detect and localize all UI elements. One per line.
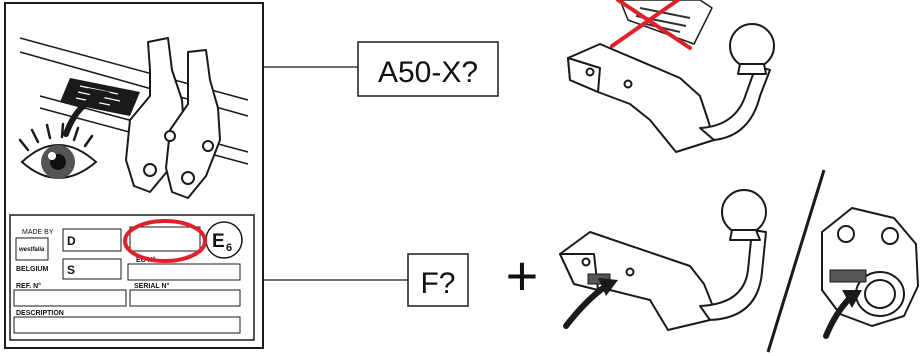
highlight-circle — [123, 219, 207, 263]
mounting-bracket-icon — [125, 37, 221, 199]
callout-lower: F? — [407, 253, 469, 307]
callout-upper-text: A50-X? — [378, 56, 478, 89]
identification-plate: MADE BY westfalia BELGIUM D S EC N° REF.… — [9, 214, 255, 341]
left-panel: MADE BY westfalia BELGIUM D S EC N° REF.… — [4, 2, 264, 349]
field-d-text: D — [67, 234, 76, 248]
arrow-icon — [63, 88, 110, 137]
serial-number-box — [129, 289, 241, 307]
description-box — [13, 316, 241, 334]
made-by-text: MADE BY — [22, 229, 54, 236]
ref-number-box — [13, 289, 127, 307]
alternative-divider — [766, 169, 826, 353]
approval-mark-icon: E 6 — [205, 221, 243, 259]
plus-sign: + — [506, 244, 539, 307]
connector-lines — [263, 66, 408, 281]
field-upper-box — [129, 226, 201, 252]
callout-upper: A50-X? — [357, 41, 499, 97]
eye-icon — [18, 122, 98, 179]
approval-mark-letter: E — [212, 231, 225, 252]
approval-mark-number: 6 — [226, 242, 232, 254]
maker-logo-text: westfalia — [19, 247, 45, 253]
maker-logo: westfalia — [15, 237, 49, 261]
ref-number-label: REF. N° — [16, 282, 41, 290]
cross-icon — [610, 0, 692, 50]
ec-number-box — [127, 263, 241, 281]
callout-lower-text: F? — [420, 267, 455, 300]
detachable-towbar-icon — [559, 189, 767, 331]
description-label: DESCRIPTION — [16, 310, 64, 317]
coupling-icon — [821, 207, 919, 339]
field-s-box — [62, 258, 122, 280]
country-text: BELGIUM — [16, 266, 48, 273]
arrow-icon — [563, 278, 618, 329]
towbar-icon — [567, 0, 775, 153]
serial-number-label: SERIAL N° — [134, 282, 170, 290]
arrow-icon — [823, 290, 862, 339]
field-s-text: S — [67, 263, 75, 277]
crossed-label-icon — [610, 0, 713, 50]
field-d-box — [62, 228, 122, 252]
